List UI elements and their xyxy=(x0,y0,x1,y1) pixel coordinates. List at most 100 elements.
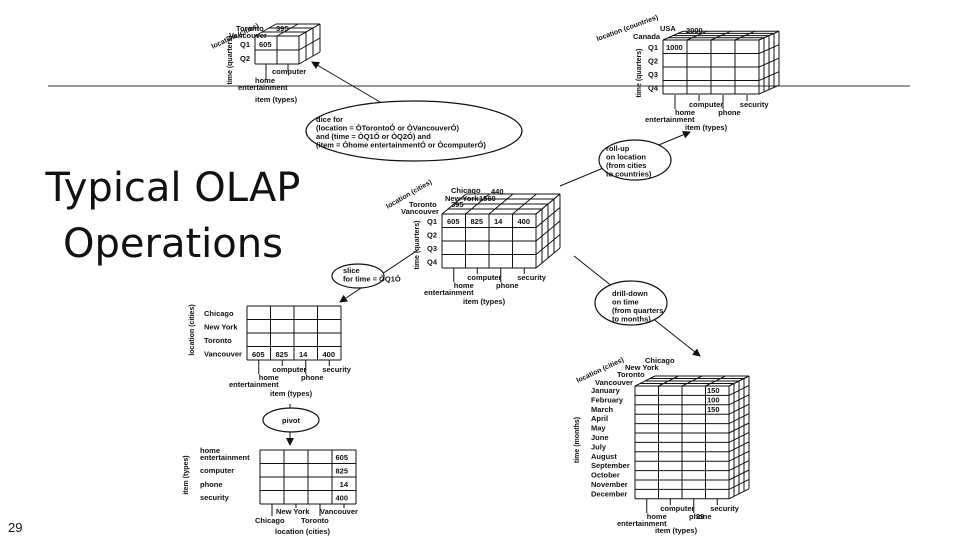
center-item-security: security xyxy=(517,273,547,282)
slide-title-line-2: Operations xyxy=(63,221,283,267)
op-slice-ellipse xyxy=(331,263,385,289)
slide-page-number: 29 xyxy=(8,520,23,535)
drill-side-diag xyxy=(728,375,750,387)
drill-axis-item: item (types) xyxy=(655,526,698,535)
center-side-diag xyxy=(535,234,561,255)
rollup-top-diag xyxy=(710,30,732,41)
op-rollup-line-2: on location xyxy=(606,153,646,162)
pivot-grid: item (types)homeentertainmentcomputerpho… xyxy=(183,446,358,536)
slice-value-4: 400 xyxy=(323,350,336,359)
op-rollup-line-3: (from cities xyxy=(606,161,646,170)
center-axis-time: time (quarters) xyxy=(414,220,421,269)
dice-top-diag xyxy=(276,23,299,37)
slice-item-home: home xyxy=(259,373,279,382)
drill-item-home: home xyxy=(647,512,667,521)
slide-title-line-1: Typical OLAP xyxy=(45,165,301,211)
rollup-side-diag xyxy=(758,84,780,95)
center-value-q1-3: 14 xyxy=(494,217,503,226)
drill-item-computer: computer xyxy=(660,504,694,513)
dice-q2: Q2 xyxy=(240,54,250,63)
rollup-value-q1: 1000 xyxy=(666,43,683,52)
slice-city-1: Chicago xyxy=(204,309,234,318)
drill-side-diag xyxy=(728,431,750,443)
center-city-vancouver: Vancouver xyxy=(401,207,439,216)
rollup-country-usa: USA xyxy=(660,24,676,33)
drill-month-1: January xyxy=(591,386,621,395)
drill-item-security: security xyxy=(710,504,740,513)
dice-value-q1: 605 xyxy=(259,40,272,49)
drill-side-diag xyxy=(728,394,750,406)
center-side-diag xyxy=(535,220,561,242)
slice-city-2: New York xyxy=(204,323,238,332)
dice-item-home: home xyxy=(255,76,275,85)
drill-side-diag xyxy=(728,469,750,481)
drill-month-5: May xyxy=(591,424,606,433)
op-dice-line-3: and (time = ÒQ1Ó or ÒQ2Ó) and xyxy=(316,132,431,141)
op-dice-ellipse xyxy=(305,100,523,162)
center-side-diag xyxy=(535,207,561,228)
pivot-value-2: 825 xyxy=(335,467,348,476)
op-rollup-ellipse xyxy=(598,139,672,181)
rollup-top-diag xyxy=(662,30,684,41)
pivot-city-newyork: New York xyxy=(276,507,310,516)
op-slice-line-2: for time = ÒQ1Ó xyxy=(343,275,401,284)
center-item-phone: phone xyxy=(496,281,519,290)
center-top-diag xyxy=(488,193,514,215)
drill-city-newyork: New York xyxy=(625,363,659,372)
drill-value-3: 150 xyxy=(707,405,720,414)
drill-side-diag xyxy=(728,488,750,500)
rollup-axis-time: time (quarters) xyxy=(636,48,643,97)
center-item-home: home xyxy=(454,281,474,290)
center-quarter-1: Q1 xyxy=(427,217,437,226)
center-side-diag xyxy=(535,247,561,269)
op-drilldown-line-4: to months) xyxy=(612,315,651,324)
dice-axis-item: item (types) xyxy=(255,95,298,104)
drill-side-diag xyxy=(728,384,750,396)
operation-ellipses: dice for(location = ÒTorontoÓ or ÒVancou… xyxy=(262,100,672,433)
slice-value-3: 14 xyxy=(299,350,308,359)
op-drilldown-line-2: on time xyxy=(612,298,639,307)
drill-month-2: February xyxy=(591,395,624,404)
op-drilldown-line-1: drill-down xyxy=(612,289,648,298)
slice-item-phone: phone xyxy=(301,373,324,382)
rollup-side-diag xyxy=(758,57,780,68)
drill-month-10: October xyxy=(591,471,620,480)
center-quarter-2: Q2 xyxy=(427,231,437,240)
center-side-diag xyxy=(535,193,561,215)
rollup-quarter-1: Q1 xyxy=(648,43,658,52)
pivot-city-chicago: Chicago xyxy=(255,516,285,525)
op-drilldown-ellipse xyxy=(594,280,668,326)
rollup-side-diag xyxy=(758,44,780,54)
drill-side-diag xyxy=(728,422,750,434)
drill-month-4: April xyxy=(591,414,608,423)
pivot-item-entertainment: entertainment xyxy=(200,453,250,462)
drill-top-diag xyxy=(634,375,656,387)
rollup-item-home: home xyxy=(675,108,695,117)
rollup-country-canada: Canada xyxy=(633,32,661,41)
drill-side-diag xyxy=(728,441,750,453)
center-city-newyork: New York xyxy=(445,194,479,203)
rollup-side-diag xyxy=(758,71,780,81)
pivot-item-phone: phone xyxy=(200,480,223,489)
slice-value-2: 825 xyxy=(276,350,289,359)
rollup-value-top: 2000 xyxy=(686,26,703,35)
drill-top-diag xyxy=(705,375,726,387)
pivot-value-1: 605 xyxy=(335,453,348,462)
dice-top-diag xyxy=(254,23,277,37)
center-value-q1-1: 605 xyxy=(447,217,460,226)
rollup-item-computer: computer xyxy=(689,100,723,109)
rollup-top-diag xyxy=(734,30,756,41)
drill-month-11: November xyxy=(591,480,628,489)
central-cube: location (cities)time (quarters)ChicagoN… xyxy=(385,179,561,306)
drill-side-diag xyxy=(728,460,750,472)
op-drilldown-line-3: (from quarters xyxy=(612,306,663,315)
dice-side-diag xyxy=(298,37,321,51)
dice-side-diag xyxy=(298,51,321,65)
dice-q1: Q1 xyxy=(240,40,250,49)
drill-item-phone: phone xyxy=(689,512,712,521)
center-axis-item: item (types) xyxy=(463,297,506,306)
center-quarter-4: Q4 xyxy=(427,258,438,267)
center-item-entertainment: entertainment xyxy=(424,288,474,297)
slice-axis-item: item (types) xyxy=(270,389,313,398)
drill-month-12: December xyxy=(591,489,627,498)
